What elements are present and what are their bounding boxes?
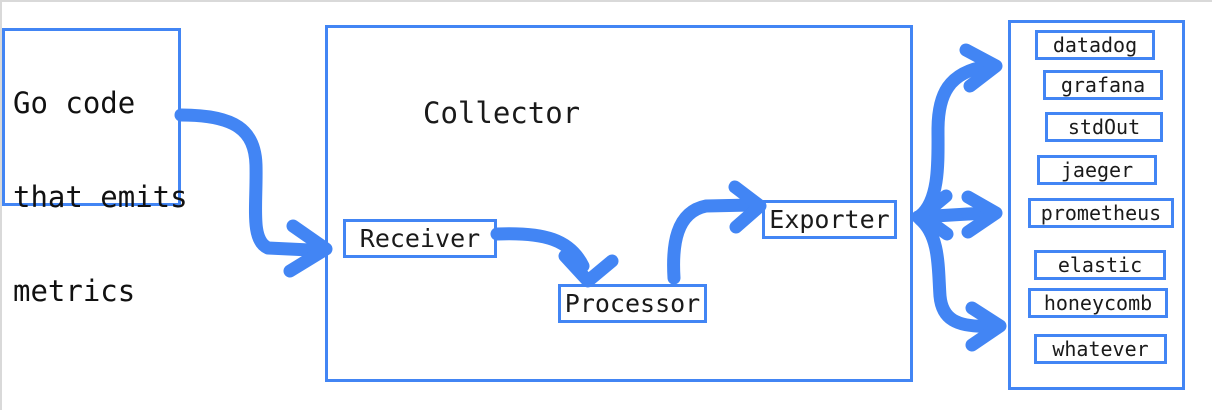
arrow-source-to-receiver (174, 108, 333, 278)
backend-box-stdOut[interactable]: stdOut (1045, 112, 1163, 142)
arrow-exporter-to-backends (911, 43, 1007, 352)
backend-box-whatever[interactable]: whatever (1034, 334, 1167, 364)
backend-box-grafana[interactable]: grafana (1043, 70, 1163, 100)
source-line-3: metrics (13, 274, 136, 308)
go-code-source-box[interactable]: Go code that emits metrics (2, 28, 188, 308)
backend-box-jaeger[interactable]: jaeger (1037, 155, 1157, 185)
exporter-box[interactable]: Exporter (762, 200, 897, 239)
backend-box-datadog[interactable]: datadog (1035, 30, 1155, 60)
collector-title: Collector (423, 96, 581, 130)
source-line-1: Go code (13, 86, 136, 120)
backend-box-elastic[interactable]: elastic (1034, 250, 1166, 280)
canvas-top-edge (0, 0, 1212, 2)
source-line-2: that emits (13, 180, 188, 214)
backend-box-honeycomb[interactable]: honeycomb (1028, 288, 1168, 318)
processor-box[interactable]: Processor (558, 284, 707, 323)
receiver-box[interactable]: Receiver (343, 219, 497, 258)
canvas-left-edge (0, 0, 2, 410)
backend-box-prometheus[interactable]: prometheus (1028, 198, 1174, 228)
